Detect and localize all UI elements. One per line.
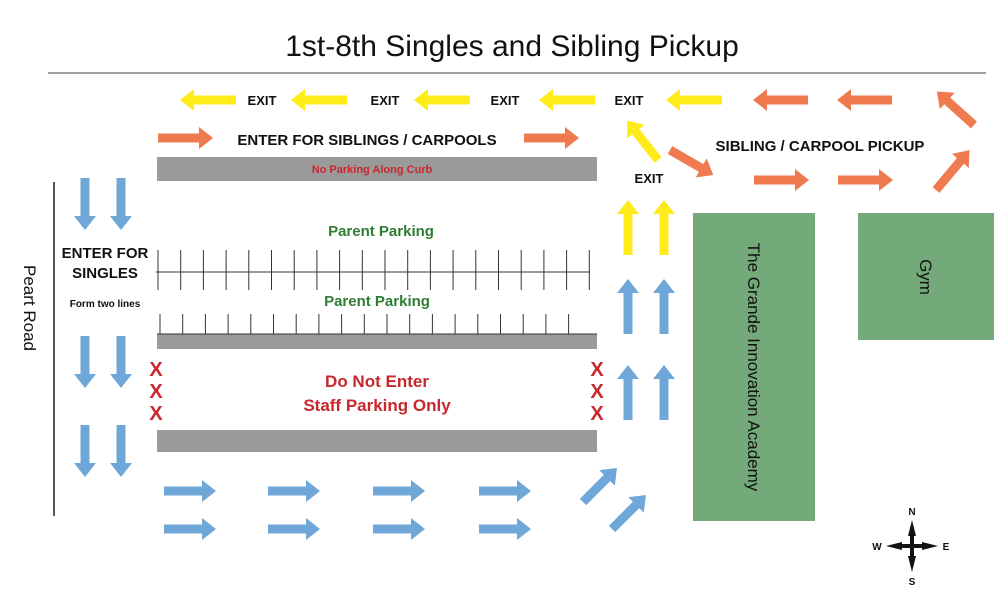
compass-s: S <box>909 577 916 588</box>
parking-stalls-row-2 <box>157 314 597 335</box>
arrow-icon <box>539 89 595 111</box>
arrow-icon <box>936 91 978 129</box>
arrow-icon <box>754 169 809 191</box>
x-mark: X <box>149 381 163 403</box>
x-mark: X <box>149 403 163 425</box>
arrow-icon <box>110 178 132 230</box>
arrow-icon <box>164 480 216 502</box>
arrow-icon <box>524 127 579 149</box>
parent-parking-top-label: Parent Parking <box>328 223 434 240</box>
arrow-icon <box>74 178 96 230</box>
arrow-icon <box>838 169 893 191</box>
arrow-icon <box>617 200 639 255</box>
arrow-icon <box>74 425 96 477</box>
arrow-icon <box>479 480 531 502</box>
x-mark: X <box>590 359 604 381</box>
arrow-icon <box>608 495 646 533</box>
arrow-icon <box>627 120 662 163</box>
road-label: Peart Road <box>20 265 39 351</box>
arrow-icon <box>479 518 531 540</box>
arrow-icon <box>932 150 970 193</box>
arrow-icon <box>653 279 675 334</box>
compass-e: E <box>943 542 950 553</box>
compass-w: W <box>872 542 882 553</box>
enter-singles-line1: ENTER FOR <box>62 245 149 262</box>
arrow-icon <box>667 146 714 178</box>
arrow-icon <box>110 336 132 388</box>
enter-singles-line2: SINGLES <box>72 265 138 282</box>
exit-label: EXIT <box>615 93 644 108</box>
arrow-icon <box>414 89 470 111</box>
arrow-icon <box>373 480 425 502</box>
form-two-lines-label: Form two lines <box>70 299 141 310</box>
gym-building <box>858 213 994 340</box>
arrow-icon <box>617 279 639 334</box>
arrow-icon <box>666 89 722 111</box>
arrow-icon <box>158 127 213 149</box>
arrow-icon <box>753 89 808 111</box>
arrow-icon <box>164 518 216 540</box>
exit-label: EXIT <box>248 93 277 108</box>
x-marks-left: X X X <box>149 359 163 425</box>
compass-n: N <box>908 507 915 518</box>
arrow-icon <box>74 336 96 388</box>
x-marks-right: X X X <box>590 359 604 425</box>
sibling-pickup-label: SIBLING / CARPOOL PICKUP <box>716 138 925 155</box>
arrow-icon <box>110 425 132 477</box>
arrow-icon <box>653 365 675 420</box>
x-mark: X <box>149 359 163 381</box>
arrow-icon <box>268 518 320 540</box>
arrow-icon <box>617 365 639 420</box>
arrow-icon <box>579 468 617 506</box>
exit-label: EXIT <box>371 93 400 108</box>
arrow-icon <box>373 518 425 540</box>
x-mark: X <box>590 381 604 403</box>
enter-siblings-label: ENTER FOR SIBLINGS / CARPOOLS <box>237 132 496 149</box>
arrow-icon <box>837 89 892 111</box>
no-parking-label: No Parking Along Curb <box>312 164 433 176</box>
exit-label: EXIT <box>491 93 520 108</box>
arrow-icon <box>268 480 320 502</box>
curb-top <box>157 157 597 181</box>
curb-staff-bottom <box>157 430 597 452</box>
compass-icon <box>886 520 938 572</box>
arrow-icon <box>653 200 675 255</box>
traffic-arrows <box>74 89 978 540</box>
parent-parking-bottom-label: Parent Parking <box>324 293 430 310</box>
staff-parking-label: Staff Parking Only <box>303 396 451 415</box>
academy-label: The Grande Innovation Academy <box>744 243 763 492</box>
page-title: 1st-8th Singles and Sibling Pickup <box>285 30 739 63</box>
do-not-enter-label: Do Not Enter <box>325 372 429 391</box>
academy-building <box>693 213 815 521</box>
x-mark: X <box>590 403 604 425</box>
exit-lower-label: EXIT <box>635 171 664 186</box>
parking-stalls-row-1 <box>156 250 590 290</box>
curb-staff-top <box>157 334 597 349</box>
arrow-icon <box>180 89 236 111</box>
gym-label: Gym <box>916 259 935 295</box>
arrow-icon <box>291 89 347 111</box>
